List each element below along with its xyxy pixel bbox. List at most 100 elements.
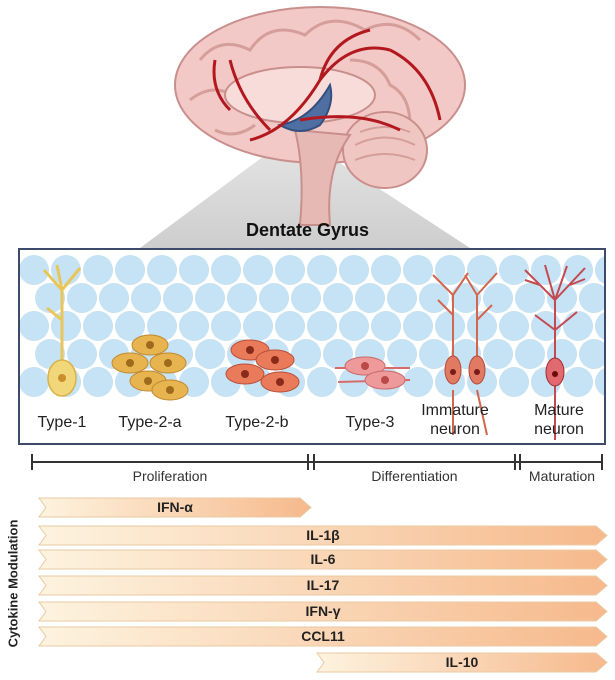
brainstem (293, 128, 352, 226)
immature-neurons (432, 272, 498, 436)
granule-circle (403, 367, 433, 397)
granule-circle (211, 255, 241, 285)
granule-circle (211, 311, 241, 341)
stage-brackets (31, 454, 603, 470)
granule-circle (20, 311, 49, 341)
cytokine-label: IL-1β (306, 527, 340, 543)
cytokine-label: IL-6 (310, 551, 336, 567)
type-2-a-cells (111, 334, 189, 401)
granule-circle (83, 255, 113, 285)
stage-label-differentiation: Differentiation (371, 468, 458, 484)
granule-circle (387, 283, 417, 313)
granule-circle (467, 255, 497, 285)
granule-circle (307, 367, 337, 397)
cytokine-arrow-shape (38, 601, 608, 622)
granule-circle (499, 255, 529, 285)
cell-label-mature-neuron: Mature neuron (534, 402, 584, 438)
cell-label-type-3: Type-3 (345, 414, 395, 431)
mature-neuron (524, 264, 586, 440)
cytokine-bar-ifn-gamma: IFN-γ (38, 601, 608, 622)
cytokine-arrow (38, 626, 608, 647)
granule-circle (275, 255, 305, 285)
cerebellum-folds (354, 126, 416, 161)
corpus-callosum (224, 66, 376, 124)
cytokine-bar-il-17: IL-17 (38, 575, 608, 596)
stage-label-maturation: Maturation (528, 468, 596, 484)
granule-circle (323, 339, 353, 369)
granule-circle (20, 255, 49, 285)
granule-circle (515, 339, 545, 369)
stage-label-proliferation: Proliferation (132, 468, 208, 484)
cytokine-label: IFN-γ (305, 603, 341, 619)
cytokine-bar-ccl11: CCL11 (38, 626, 608, 647)
granule-circle (291, 339, 321, 369)
granule-cell-circles (20, 255, 604, 397)
type-1-cell (42, 264, 82, 397)
cytokine-bar-il-6: IL-6 (38, 549, 608, 570)
granule-circle (595, 312, 604, 340)
cytokine-arrow-shape (38, 525, 608, 546)
cell-layer-background (20, 255, 604, 440)
cytokine-arrow (38, 575, 608, 596)
granule-circle (483, 339, 513, 369)
type-2-b-cells (225, 339, 300, 393)
granule-circle (339, 311, 369, 341)
brain-illustration (140, 6, 470, 248)
granule-circle (563, 311, 593, 341)
cytokine-arrow (38, 497, 312, 518)
granule-circle (195, 283, 225, 313)
cytokine-label: IFN-α (157, 499, 193, 515)
granule-circle (579, 283, 604, 313)
granule-circle (419, 339, 449, 369)
granule-circle (371, 255, 401, 285)
cell-label-immature-neuron: Immature neuron (421, 402, 489, 438)
axis-title: Cytokine Modulation (5, 519, 21, 648)
granule-circle (563, 255, 593, 285)
cell-label-type-2-b: Type-2-b (225, 414, 289, 431)
granule-circle (243, 255, 273, 285)
cytokine-bar-il-10: IL-10 (316, 652, 608, 673)
blood-vessels (212, 28, 442, 142)
granule-circle (387, 339, 417, 369)
granule-circle (323, 283, 353, 313)
granule-circle (227, 283, 257, 313)
cell-label-type-2-a: Type-2-a (118, 414, 182, 431)
granule-circle (499, 311, 529, 341)
hippocampus (277, 82, 333, 132)
cytokine-bar-ifn-alpha: IFN-α (38, 497, 312, 518)
granule-circle (35, 283, 65, 313)
granule-circle (83, 311, 113, 341)
granule-circle (147, 311, 177, 341)
granule-circle (67, 339, 97, 369)
cytokine-arrow (316, 652, 608, 673)
granule-circle (115, 255, 145, 285)
granule-circle (20, 367, 49, 397)
granule-circle (195, 339, 225, 369)
dentate-gyrus-panel: Type-1 Type-2-a Type-2-b Type-3 Immature… (18, 248, 606, 445)
granule-circle (67, 283, 97, 313)
granule-circle (403, 311, 433, 341)
cell-label-type-1: Type-1 (37, 414, 87, 431)
granule-circle (563, 367, 593, 397)
granule-circle (179, 255, 209, 285)
cytokine-arrow-shape (316, 652, 608, 673)
cytokine-arrow (38, 525, 608, 546)
granule-circle (163, 283, 193, 313)
granule-circle (339, 255, 369, 285)
cytokine-arrow-shape (38, 626, 608, 647)
granule-circle (595, 368, 604, 396)
granule-circle (467, 311, 497, 341)
granule-circle (291, 283, 321, 313)
granule-circle (179, 311, 209, 341)
granule-circle (83, 367, 113, 397)
granule-circle (307, 255, 337, 285)
cytokine-arrow-shape (38, 575, 608, 596)
granule-circle (307, 311, 337, 341)
granule-circle (499, 367, 529, 397)
granule-circle (259, 283, 289, 313)
granule-circle (595, 256, 604, 284)
granule-circle (371, 311, 401, 341)
granule-circle (275, 311, 305, 341)
granule-circle (355, 283, 385, 313)
cytokine-arrow-shape (38, 497, 312, 518)
